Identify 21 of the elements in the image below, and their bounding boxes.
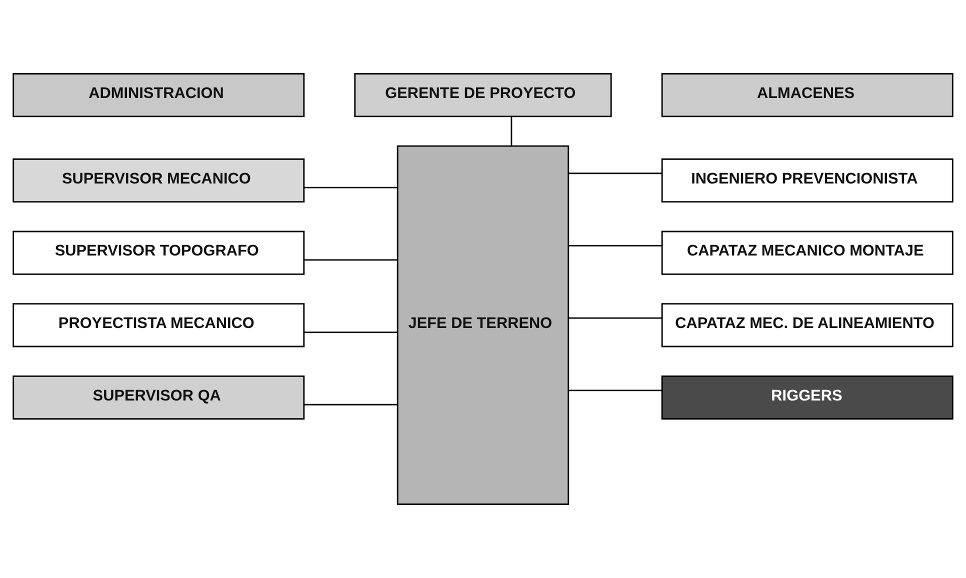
connector xyxy=(568,245,662,246)
connector xyxy=(304,332,398,333)
connector xyxy=(568,390,662,392)
connector xyxy=(304,404,398,406)
connector xyxy=(304,186,398,188)
node-box: GERENTE DE PROYECTO xyxy=(354,73,612,118)
connector xyxy=(568,172,662,174)
node-box: SUPERVISOR QA xyxy=(12,375,305,420)
node-box: SUPERVISOR TOPOGRAFO xyxy=(12,230,305,275)
connector xyxy=(510,116,512,146)
node-box: ALMACENES xyxy=(661,73,954,118)
node-box: CAPATAZ MECANICO MONTAJE xyxy=(661,230,954,275)
connector xyxy=(568,317,662,319)
node-box: PROYECTISTA MECANICO xyxy=(12,303,305,348)
node-box: INGENIERO PREVENCIONISTA xyxy=(661,158,954,203)
connector xyxy=(304,259,398,261)
node-box: RIGGERS xyxy=(661,375,954,420)
node-box: CAPATAZ MEC. DE ALINEAMIENTO xyxy=(661,303,954,348)
node-box: JEFE DE TERRENO xyxy=(396,145,570,505)
node-box: ADMINISTRACION xyxy=(12,73,305,118)
node-box: SUPERVISOR MECANICO xyxy=(12,158,305,203)
